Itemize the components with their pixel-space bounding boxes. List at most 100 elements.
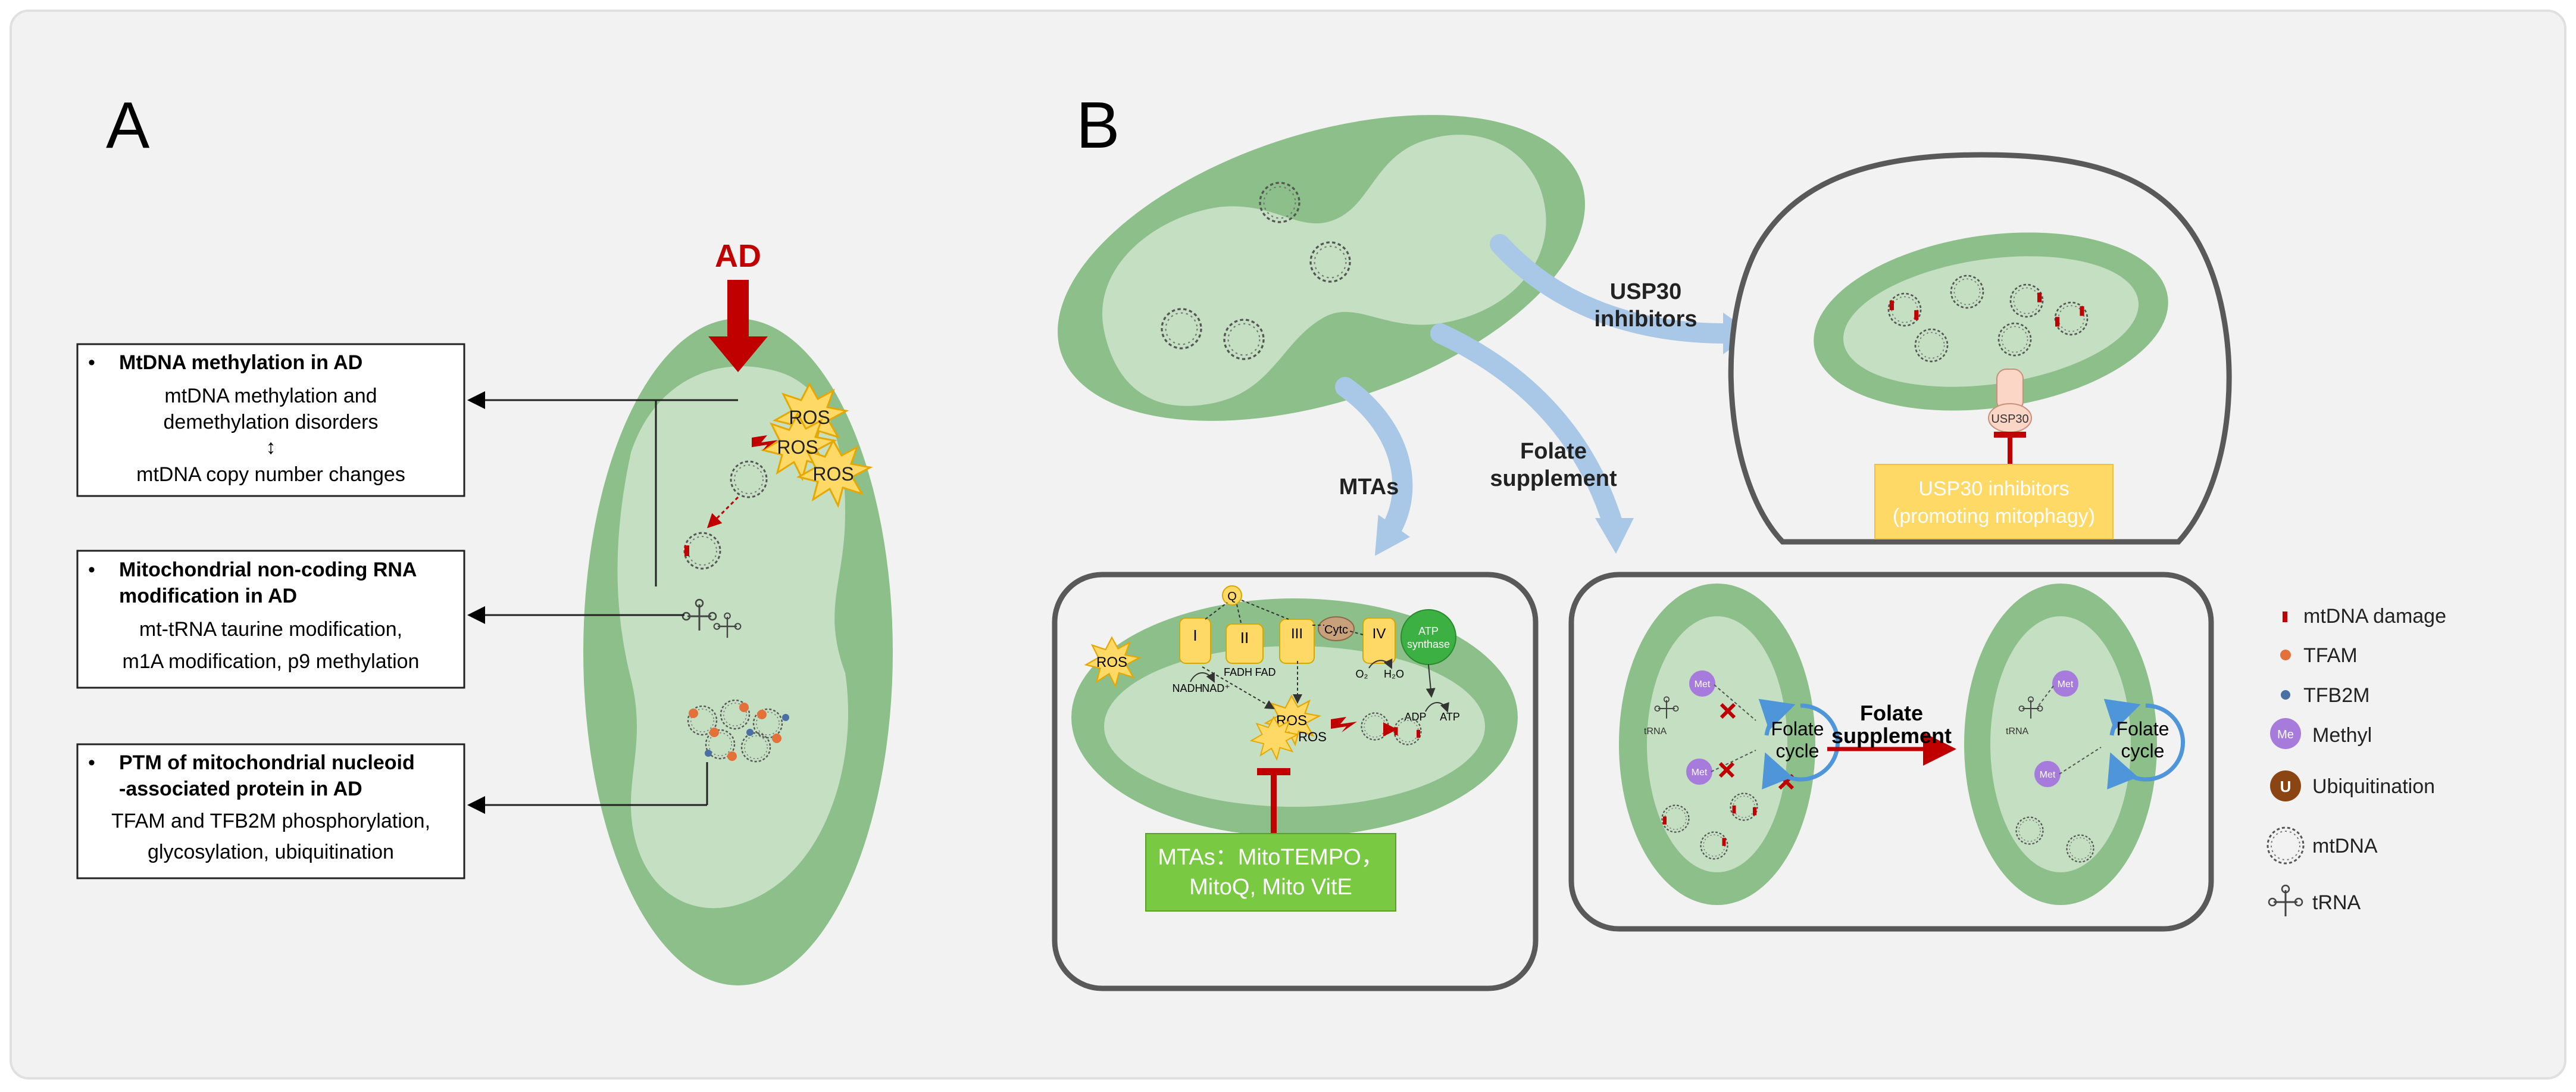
atp-synthase-label2: synthase [1407,638,1450,650]
methyl-before-2-icon [1686,759,1712,785]
legend-label-6: tRNA [2312,891,2361,914]
box3-line2: glycosylation, ubiquitination [148,841,394,863]
box1-line1: mtDNA methylation and [164,385,377,407]
complex-iii-label: III [1291,626,1303,642]
panel-a-label: A [106,89,150,162]
atp-label: ATP [1440,711,1460,723]
methyl-icon-glyph: Me [2277,728,2294,741]
box2-line1: mt-tRNA taurine modification, [139,618,402,641]
methyl-before-2-label: Met [1692,767,1708,778]
trna-label-after: tRNA [2006,726,2029,737]
complex-iv-icon [1362,617,1396,664]
folate-inner-label1: Folate [1860,701,1923,725]
ubiquitination-icon-glyph: U [2280,778,2291,795]
folate-arrow-label2: supplement [1490,466,1617,491]
usp30-panel [1728,152,2232,545]
box1-line4: mtDNA copy number changes [136,463,405,486]
atp-synthase-label1: ATP [1418,625,1439,637]
o2-label: O₂ [1356,668,1368,680]
mitochondrion-a [583,319,893,985]
legend: mtDNA damage TFAM TFB2M Me Methyl U Ubiq… [2266,605,2446,918]
usp30-protein-icon [1988,369,2032,433]
ros-label-b2: ROS [1298,729,1327,744]
mtas-box-line1: MTAs：MitoTEMPO， [1158,845,1383,870]
folate-curved-arrow [1430,323,1623,534]
ros-label-b0: ROS [1096,654,1127,670]
box1-line3: ↕ [266,436,276,458]
tfam-icon [2280,650,2291,660]
legend-label-0: mtDNA damage [2303,605,2446,628]
complex-i-icon [1179,617,1211,664]
usp30-inhibitors-box [1874,464,2114,539]
box2-title2: modification in AD [119,585,297,607]
folate-arrow-label1: Folate [1520,439,1587,464]
ad-trigger-label: AD [715,238,761,274]
methyl-after-1-icon [2052,670,2078,697]
folate-cycle-after-label2: cycle [2121,740,2165,762]
box3-title2: -associated protein in AD [119,778,362,800]
ros-label-a2: ROS [777,436,818,458]
box2-title1: Mitochondrial non-coding RNA [119,559,417,581]
adp-label: ADP [1404,711,1426,723]
mtas-curved-arrow [1335,377,1413,546]
folate-arrowhead [1595,518,1634,554]
legend-label-2: TFB2M [2303,684,2369,707]
methyl-after-1-label: Met [2058,679,2074,689]
complex-ii-icon [1226,623,1264,664]
folate-cycle-before-icon [1758,698,1840,790]
usp30-box-line1: USP30 inhibitors [1918,478,2069,500]
complex-ii-label: II [1240,629,1249,647]
methyl-before-1-label: Met [1695,679,1711,689]
q-label: Q [1227,590,1237,603]
nucleoid-cluster-icon [687,699,789,763]
legend-label-4: Ubiquitination [2312,775,2435,798]
cytc-icon [1318,616,1355,641]
folate-mito-after [1964,584,2157,905]
mtas-box [1145,833,1396,912]
ad-down-arrow [708,280,768,372]
usp30-curved-arrow [1490,234,1736,344]
damage-arrow [706,496,739,529]
ubiquitination-icon [2270,770,2301,801]
complex-iv-label: IV [1373,626,1386,642]
box3-line1: TFAM and TFB2M phosphorylation, [111,810,430,832]
legend-label-5: mtDNA [2312,835,2378,857]
methyl-after-2-label: Met [2040,770,2056,780]
block-x-1-icon [1720,703,1736,719]
ros-label-a1: ROS [789,407,830,428]
block-x-2-icon [1718,762,1735,778]
folate-mito-before [1619,584,1815,905]
ros-label-a3: ROS [812,463,854,485]
fad-label: FAD [1255,666,1276,678]
box3-bullet: • [88,751,95,774]
q-icon [1222,585,1242,606]
nad-label: NAD⁺ [1202,682,1230,694]
folate-cycle-after-icon [2103,698,2186,790]
complex-i-label: I [1193,626,1197,644]
methyl-after-2-icon [2034,761,2061,787]
box3-title1: PTM of mitochondrial nucleoid [119,751,415,774]
mtas-arrow-label: MTAs [1339,475,1399,500]
folate-cycle-before-label2: cycle [1776,740,1820,762]
methylation-box: • MtDNA methylation in AD mtDNA methylat… [76,343,465,497]
box2-bullet: • [88,559,95,581]
fadh-label: FADH [1224,666,1252,678]
cytc-label: Cytc [1324,623,1348,637]
box1-line2: demethylation disorders [164,411,379,433]
usp30-protein-label: USP30 [1991,413,2028,426]
legend-label-1: TFAM [2303,644,2358,667]
methyl-before-1-icon [1689,670,1715,697]
mtas-arrowhead [1374,514,1410,556]
usp30-arrow-label1: USP30 [1610,279,1681,304]
legend-label-3: Methyl [2312,724,2372,747]
rna-modification-box: • Mitochondrial non-coding RNA modificat… [76,550,465,689]
box1-title: MtDNA methylation in AD [119,351,362,374]
methyl-icon [2270,718,2301,749]
h2o-label: H₂O [1384,668,1404,680]
mtdna-damage-icon [2283,611,2287,622]
folate-cycle-after-label1: Folate [2117,718,2169,740]
box1-bullet: • [88,351,95,374]
folate-cycle-before-label1: Folate [1771,718,1824,740]
